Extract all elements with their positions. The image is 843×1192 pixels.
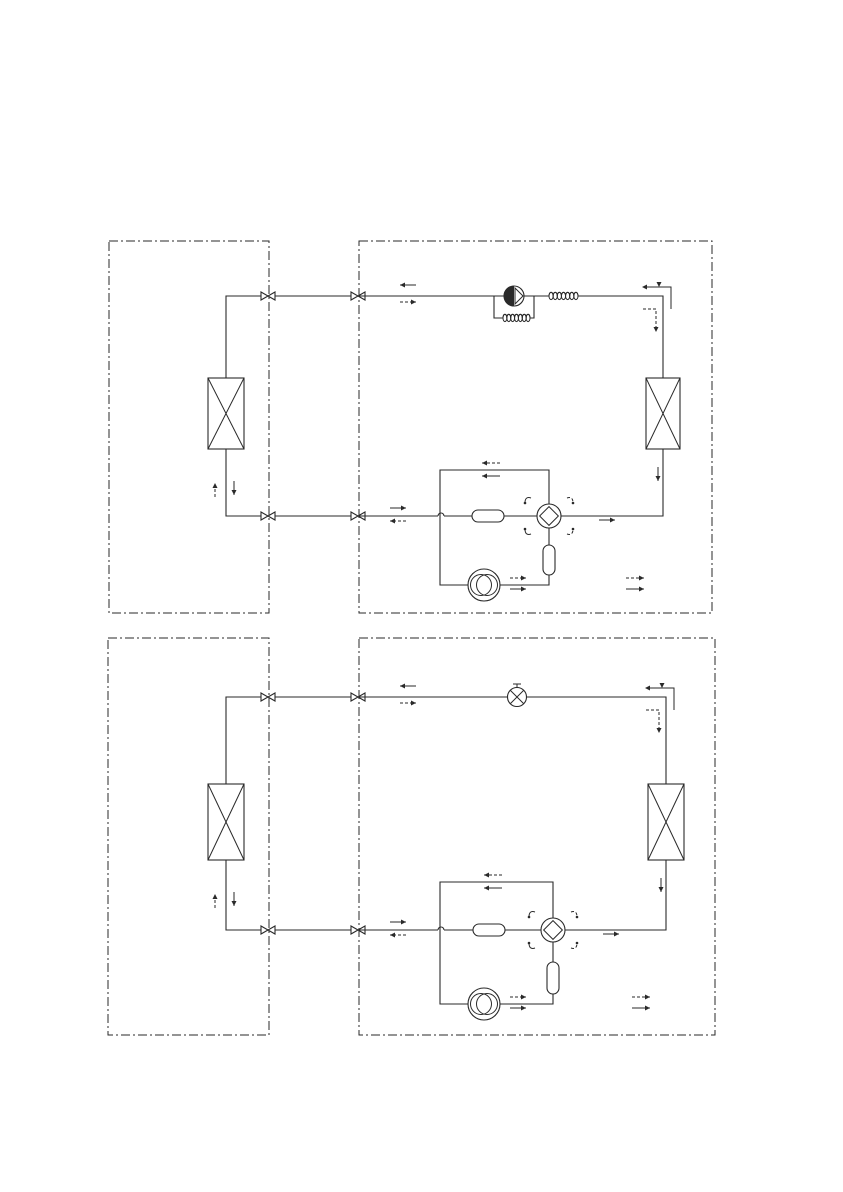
flow-arrows	[390, 683, 674, 1010]
cooling-flow-arrow	[659, 878, 664, 892]
connecting-pipes	[261, 292, 365, 520]
indoor-circuit	[208, 697, 268, 930]
service-valve	[261, 693, 275, 701]
cooling-flow-arrow	[484, 886, 502, 891]
service-valve	[261, 512, 275, 520]
cooling-flow-arrow	[510, 587, 526, 592]
diagram-check-valve	[109, 241, 712, 613]
heating-flow-arrow	[643, 309, 656, 328]
connecting-pipes	[261, 693, 365, 934]
heating-flow-arrow	[213, 483, 218, 497]
accumulator	[547, 962, 559, 994]
indoor-heat-exchanger	[208, 784, 244, 860]
compressor	[468, 569, 500, 601]
cooling-flow-arrow	[603, 932, 619, 937]
heating-flow-arrow	[390, 519, 406, 524]
heating-flow-arrow	[646, 710, 659, 729]
pipe-crossover	[438, 927, 444, 930]
indoor-heat-exchanger	[208, 378, 244, 449]
cooling-flow-arrow	[400, 684, 416, 689]
heating-flow-arrow	[484, 873, 502, 878]
cooling-flow-arrow	[660, 683, 665, 688]
heating-flow-arrow	[654, 327, 659, 332]
cooling-flow-arrow	[232, 892, 237, 906]
heating-flow-arrow	[400, 300, 416, 305]
heating-flow-arrow	[400, 701, 416, 706]
cooling-flow-arrow	[482, 474, 500, 479]
indoor-unit-boundary	[109, 241, 269, 613]
heating-flow-arrow	[657, 728, 662, 733]
legend-heating-arrow	[632, 995, 650, 1000]
legend-cooling-arrow	[632, 1006, 650, 1011]
cooling-flow-arrow	[642, 285, 647, 290]
capillary-tube-bypass	[503, 314, 530, 321]
cooling-flow-arrow	[656, 467, 661, 481]
electronic-expansion-valve	[508, 684, 527, 707]
heating-flow-arrow	[510, 576, 526, 581]
heating-flow-arrow	[510, 995, 526, 1000]
heating-flow-arrow	[213, 894, 218, 908]
outdoor-heat-exchanger	[648, 784, 684, 860]
cooling-flow-arrow	[648, 688, 674, 710]
outdoor-circuit	[358, 286, 680, 601]
indoor-circuit	[208, 296, 268, 516]
legend-heating-arrow	[626, 576, 644, 581]
muffler	[472, 510, 504, 522]
cooling-flow-arrow	[232, 481, 237, 495]
diagram-expansion-valve	[108, 638, 715, 1035]
muffler	[473, 924, 505, 936]
heating-flow-arrow	[390, 933, 406, 938]
accumulator	[543, 545, 555, 575]
check-valve	[504, 286, 524, 306]
legend-cooling-arrow	[626, 587, 644, 592]
capillary-tube-main	[549, 292, 578, 299]
outdoor-heat-exchanger	[646, 378, 680, 449]
cooling-flow-arrow	[645, 686, 650, 691]
pipe-crossover	[438, 513, 444, 516]
heating-flow-arrow	[482, 461, 500, 466]
outdoor-circuit	[358, 684, 684, 1020]
cooling-flow-arrow	[599, 518, 615, 523]
service-valve	[261, 926, 275, 934]
cooling-flow-arrow	[510, 1006, 526, 1011]
cooling-flow-arrow	[390, 506, 406, 511]
service-valve	[261, 292, 275, 300]
cooling-flow-arrow	[400, 283, 416, 288]
flow-legend	[632, 995, 650, 1011]
cooling-flow-arrow	[657, 282, 662, 287]
cooling-flow-arrow	[645, 287, 671, 309]
flow-legend	[626, 576, 644, 592]
compressor	[468, 988, 500, 1020]
cooling-flow-arrow	[390, 920, 406, 925]
flow-arrows	[390, 282, 671, 591]
